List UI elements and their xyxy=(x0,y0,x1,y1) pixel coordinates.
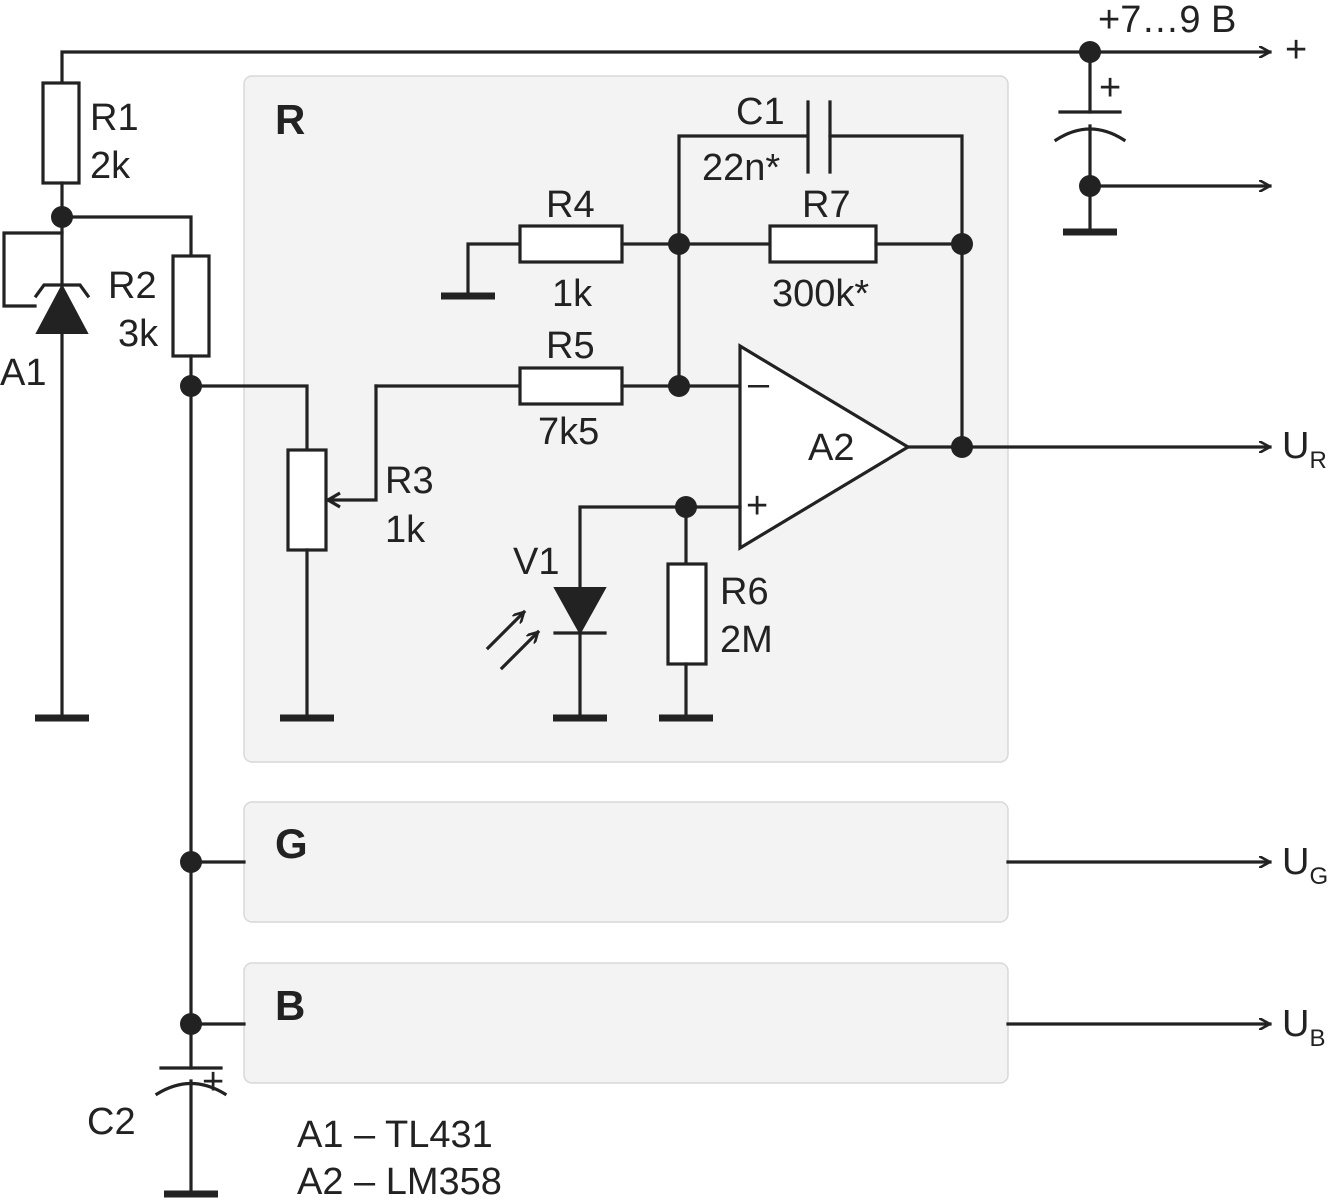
resistor-r6: R6 2M xyxy=(659,505,773,722)
ub-label: UB xyxy=(1282,1003,1325,1052)
a2-ref: A2 xyxy=(808,427,854,469)
r2-value: 3k xyxy=(118,313,159,355)
reference-a1: A1 xyxy=(0,212,91,722)
r6-value: 2M xyxy=(720,619,773,661)
resistor-r7: R7 300k* xyxy=(768,184,964,315)
resistor-r5: R5 7k5 xyxy=(374,325,742,453)
r2-ref: R2 xyxy=(108,265,157,307)
block-g-label: G xyxy=(275,820,308,867)
resistor-r2: R2 3k xyxy=(60,215,211,1070)
r1-ref: R1 xyxy=(90,97,139,139)
photodiode-v1: V1 xyxy=(485,505,742,722)
opamp-plus: + xyxy=(746,485,768,527)
c1-ref: C1 xyxy=(736,91,785,133)
supply-rail: +7…9 В + xyxy=(60,0,1307,85)
ur-label: UR xyxy=(1282,425,1327,474)
note-a1: A1 – TL431 xyxy=(297,1114,493,1156)
c2-ref: C2 xyxy=(87,1101,136,1143)
r4-ref: R4 xyxy=(546,184,595,226)
block-b-label: B xyxy=(275,982,305,1029)
opamp-a2: – + A2 xyxy=(738,343,912,551)
r4-value: 1k xyxy=(552,273,593,315)
potentiometer-r3: R3 1k xyxy=(189,384,434,722)
r5-value: 7k5 xyxy=(538,411,599,453)
c1-value: 22n* xyxy=(702,147,780,189)
note-a2: A2 – LM358 xyxy=(297,1161,502,1200)
output-ub: UB xyxy=(189,1003,1325,1052)
supply-cap-plus: + xyxy=(1099,67,1121,109)
r3-ref: R3 xyxy=(385,460,434,502)
r1-value: 2k xyxy=(90,145,131,187)
output-ug: UG xyxy=(189,841,1328,890)
r3-value: 1k xyxy=(385,509,426,551)
v1-ref: V1 xyxy=(513,541,559,583)
r5-ref: R5 xyxy=(546,325,595,367)
block-b-panel xyxy=(243,962,1009,1084)
c2-plus: + xyxy=(202,1061,224,1103)
junctions xyxy=(51,41,1101,1035)
supply-filter-capacitor: + xyxy=(1053,50,1272,236)
capacitor-c2: C2 + xyxy=(87,1061,228,1198)
ug-label: UG xyxy=(1282,841,1328,890)
opamp-minus: – xyxy=(748,363,770,405)
capacitor-c1: C1 22n* xyxy=(677,91,964,450)
resistor-r1: R1 2k xyxy=(41,81,139,216)
supply-plus-label: + xyxy=(1285,29,1307,71)
resistor-r4: R4 1k xyxy=(441,184,772,315)
block-r-label: R xyxy=(275,96,305,143)
r7-value: 300k* xyxy=(772,273,869,315)
r6-ref: R6 xyxy=(720,571,769,613)
supply-voltage-label: +7…9 В xyxy=(1098,0,1236,41)
r7-ref: R7 xyxy=(802,184,851,226)
block-g-panel xyxy=(243,801,1009,923)
block-r-panel xyxy=(243,75,1009,763)
a1-ref: A1 xyxy=(0,352,46,394)
